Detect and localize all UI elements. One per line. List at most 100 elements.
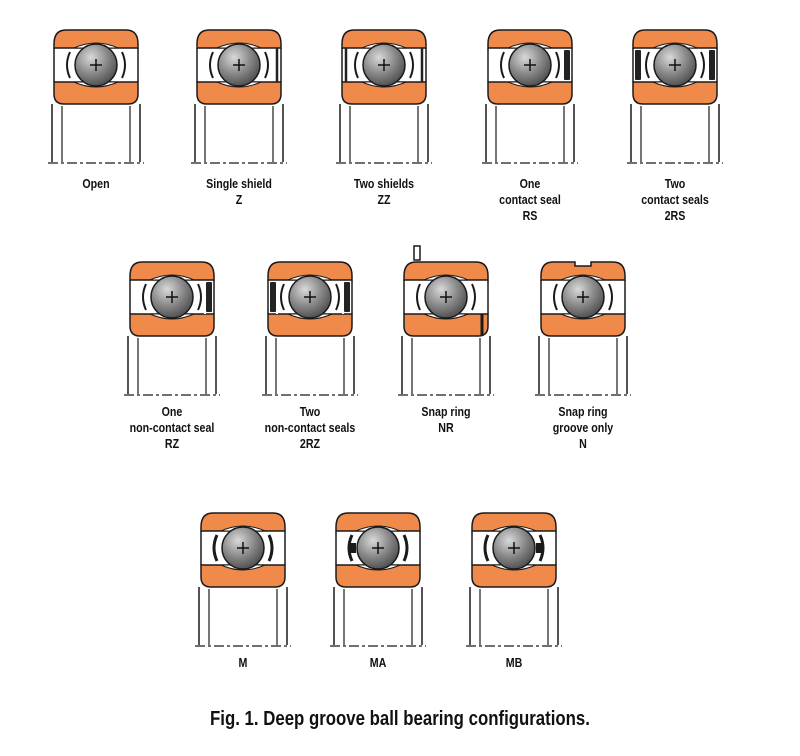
label-code: Z [235, 192, 243, 207]
cage-right [267, 534, 274, 562]
inner-ring [487, 81, 573, 105]
label-line: contact seals [641, 192, 709, 207]
label-line: Snap ring [421, 404, 471, 419]
label-code: RS [522, 208, 538, 223]
outer-ring [129, 261, 215, 281]
bearing-drawing [48, 29, 144, 164]
inner-ring [129, 313, 215, 337]
bearing-drawing [466, 512, 562, 647]
bearing-label: Open [32, 176, 160, 192]
outer-ring [341, 29, 427, 49]
label-line: non-contact seals [264, 420, 356, 435]
contact-seal-right [709, 50, 715, 80]
inner-ring [540, 313, 626, 337]
bearing-drawing [330, 512, 426, 647]
bearing-drawing [627, 29, 723, 164]
cage-right [197, 283, 202, 311]
label-code: 2RS [664, 208, 686, 223]
label-code: ZZ [377, 192, 391, 207]
non-contact-seal-right [344, 282, 350, 312]
cage-left [212, 534, 219, 562]
outer-ring [200, 512, 286, 532]
inner-ring [632, 81, 718, 105]
cage-right [409, 51, 414, 79]
cage-left [142, 283, 147, 311]
cage-right [555, 51, 560, 79]
cage-left [500, 51, 505, 79]
bearing-open: Open [48, 24, 144, 191]
bearing-label: Single shield Z [175, 176, 303, 208]
label-code: MA [369, 655, 387, 670]
seal-gap-right [342, 308, 344, 314]
cage-left [645, 51, 650, 79]
bearing-label: Two contact seals 2RS [611, 176, 739, 224]
cage-left [553, 283, 558, 311]
label-code: RZ [164, 436, 180, 451]
bearing-snap-ring: Snap ring NR [398, 245, 494, 435]
cage-right [471, 283, 476, 311]
bearing-label: One non-contact seal RZ [108, 404, 236, 452]
bearing-label: Snap ring NR [382, 404, 510, 436]
label-code: N [579, 436, 587, 451]
cage-left [483, 534, 490, 562]
bearing-two-contact-seals: Two contact seals 2RS [627, 24, 723, 223]
inner-ring [471, 564, 557, 588]
label-line: One [519, 176, 541, 191]
bearing-drawing [398, 245, 494, 396]
outer-ring [487, 29, 573, 49]
bearing-one-contact-seal: One contact seal RS [482, 24, 578, 223]
label-line: Two [299, 404, 321, 419]
bearing-drawing [195, 512, 291, 647]
figure-caption: Fig. 1. Deep groove ball bearing configu… [210, 708, 590, 730]
label-line: Two shields [353, 176, 415, 191]
non-contact-seal-right [206, 282, 212, 312]
cage-right [608, 283, 613, 311]
label-line: groove only [552, 420, 614, 435]
label-code: NR [438, 420, 454, 435]
inner-ring [53, 81, 139, 105]
bearing-label: Snap ring groove only N [519, 404, 647, 452]
cage-left [209, 51, 214, 79]
bearing-drawing [124, 261, 220, 396]
cage-right [335, 283, 340, 311]
cage-left [66, 51, 71, 79]
bearing-drawing [191, 29, 287, 164]
bearing-two-non-contact-seals: Two non-contact seals 2RZ [262, 256, 358, 451]
bearing-drawing [262, 261, 358, 396]
inner-ring [403, 313, 489, 337]
contact-seal-right [564, 50, 570, 80]
bearing-drawing [535, 261, 631, 396]
label-line: Snap ring [558, 404, 608, 419]
cage-left [280, 283, 285, 311]
cage-right [402, 534, 409, 562]
cage-rivet [350, 543, 356, 553]
label-code: MB [505, 655, 523, 670]
bearing-snap-ring-groove: Snap ring groove only N [535, 256, 631, 451]
outer-ring [471, 512, 557, 532]
bearing-label: M [179, 655, 307, 671]
bearing-label: MA [314, 655, 442, 671]
bearing-label: Two shields ZZ [320, 176, 448, 208]
snap-ring-tab [413, 245, 421, 261]
inner-ring [341, 81, 427, 105]
label-line: Open [82, 176, 110, 191]
non-contact-seal-left [270, 282, 276, 312]
inner-ring [200, 564, 286, 588]
label-line: non-contact seal [129, 420, 215, 435]
bearing-label: MB [450, 655, 578, 671]
label-line: One [161, 404, 183, 419]
bearing-label: Two non-contact seals 2RZ [246, 404, 374, 452]
bearing-two-shields: Two shields ZZ [336, 24, 432, 207]
contact-seal-left [635, 50, 641, 80]
label-code: M [238, 655, 248, 670]
outer-ring [53, 29, 139, 49]
seal-gap-right [204, 308, 206, 314]
cage-rivet [536, 543, 542, 553]
bearing-ma: MA [330, 507, 426, 670]
seal-gap-left [276, 308, 278, 314]
outer-ring [267, 261, 353, 281]
inner-ring [196, 81, 282, 105]
label-line: contact seal [499, 192, 561, 207]
bearing-label: One contact seal RS [466, 176, 594, 224]
label-line: Single shield [206, 176, 272, 191]
